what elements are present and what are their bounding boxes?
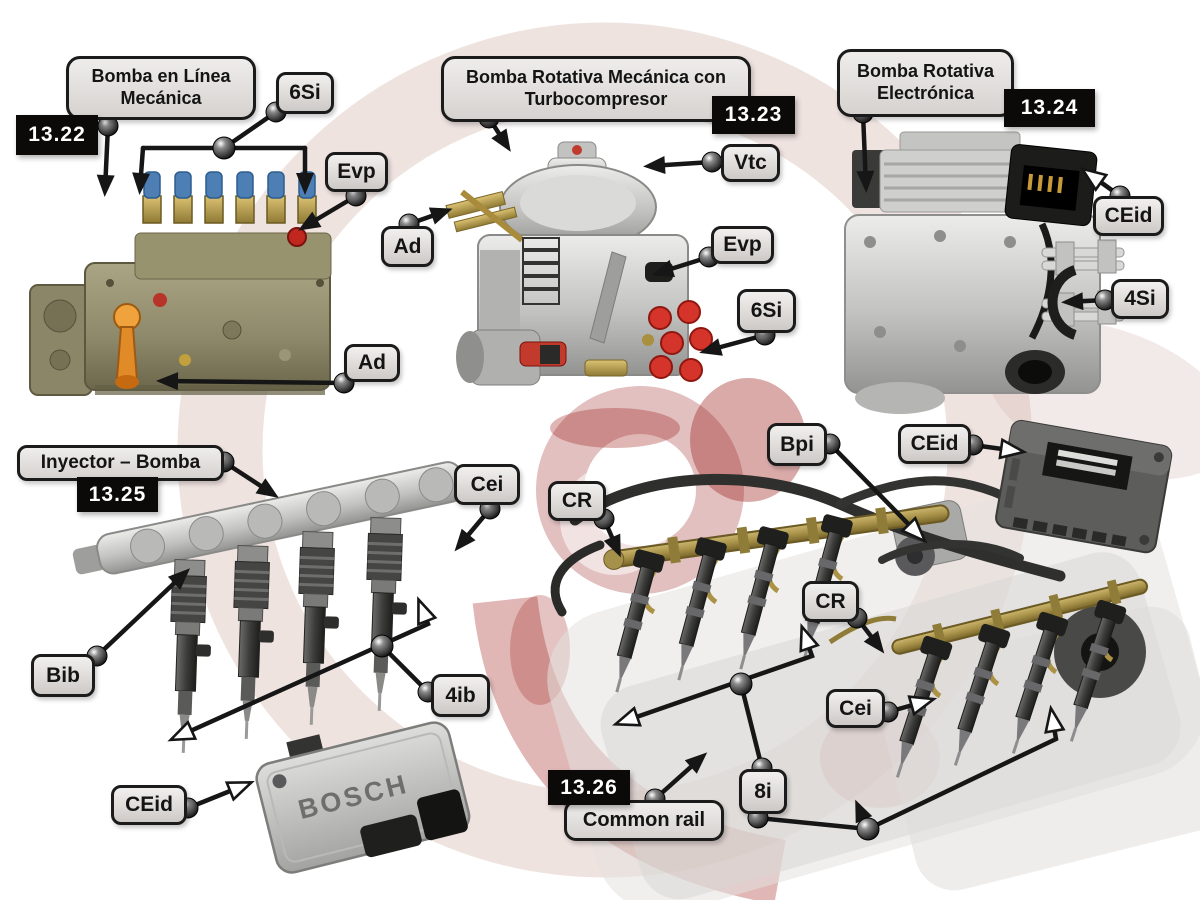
callout-arrow [96, 123, 115, 197]
tag-evp-inline: Evp [325, 152, 388, 192]
tag-ad-inline: Ad [344, 344, 400, 382]
tag-4ib-unit-injector: 4ib [431, 674, 490, 717]
title-rotary-mech-pump: Bomba Rotativa Mecánica con Turbocompres… [441, 56, 751, 122]
tag-cr-right: CR [802, 581, 859, 622]
inline-pump-photo [29, 171, 332, 396]
rotary-elec-pump-photo [844, 131, 1125, 414]
rotary-mech-pump-photo [445, 141, 713, 386]
title-inline-pump: Bomba en Línea Mecánica [66, 56, 256, 120]
bosch-ecu-photo: BOSCH [255, 721, 471, 874]
unit-injector-assembly-photo [72, 461, 466, 756]
tag-cei-unit-injector: Cei [454, 464, 520, 505]
tag-4si-rotary-elec: 4Si [1111, 279, 1169, 319]
figure-number-13-26: 13.26 [548, 770, 630, 805]
tag-evp-rotary-mech: Evp [711, 226, 774, 264]
ecu-module-photo [995, 419, 1173, 554]
tag-8i-common-rail: 8i [739, 769, 787, 814]
title-unit-injector: Inyector – Bomba [17, 445, 224, 481]
callout-arrow [856, 110, 875, 193]
tag-ad-rotary-mech: Ad [381, 226, 434, 267]
callout-line [755, 815, 871, 832]
callout-arrow [652, 752, 708, 802]
figure-number-13-25: 13.25 [77, 477, 158, 512]
callout-arrow [94, 568, 191, 659]
tag-ceid-rotary-elec: CEid [1093, 196, 1164, 236]
callout-arrow [132, 145, 151, 195]
callout-arrow [865, 704, 1066, 832]
common-rail-right-photo [828, 539, 1200, 891]
figure-number-13-23: 13.23 [712, 96, 795, 134]
tag-bib-unit-injector: Bib [31, 654, 95, 697]
tag-ceid-common-rail: CEid [898, 424, 971, 464]
figure-number-13-24: 13.24 [1004, 89, 1095, 127]
callout-ball [370, 634, 394, 658]
callout-lines [86, 101, 1131, 841]
callout-ball [856, 817, 880, 841]
callout-arrow [827, 441, 928, 544]
tag-bpi-common-rail: Bpi [767, 423, 827, 466]
tag-cei-common-rail: Cei [826, 689, 885, 728]
tag-6si-inline: 6Si [276, 72, 334, 114]
tag-vtc-rotary-mech: Vtc [721, 144, 780, 182]
callout-ball [212, 136, 236, 160]
callout-ball [729, 672, 753, 696]
callout-bracket [612, 623, 820, 727]
tag-6si-rotary-mech: 6Si [737, 289, 796, 333]
figure-number-13-22: 13.22 [16, 115, 98, 155]
title-common-rail: Common rail [564, 800, 724, 841]
callout-arrow [156, 372, 347, 391]
tag-ceid-unit-injector: CEid [111, 785, 187, 825]
callout-ball [701, 151, 723, 173]
tag-cr-left: CR [548, 481, 606, 521]
callout-bracket [167, 596, 438, 742]
title-rotary-elec-pump: Bomba Rotativa Electrónica [837, 49, 1014, 117]
